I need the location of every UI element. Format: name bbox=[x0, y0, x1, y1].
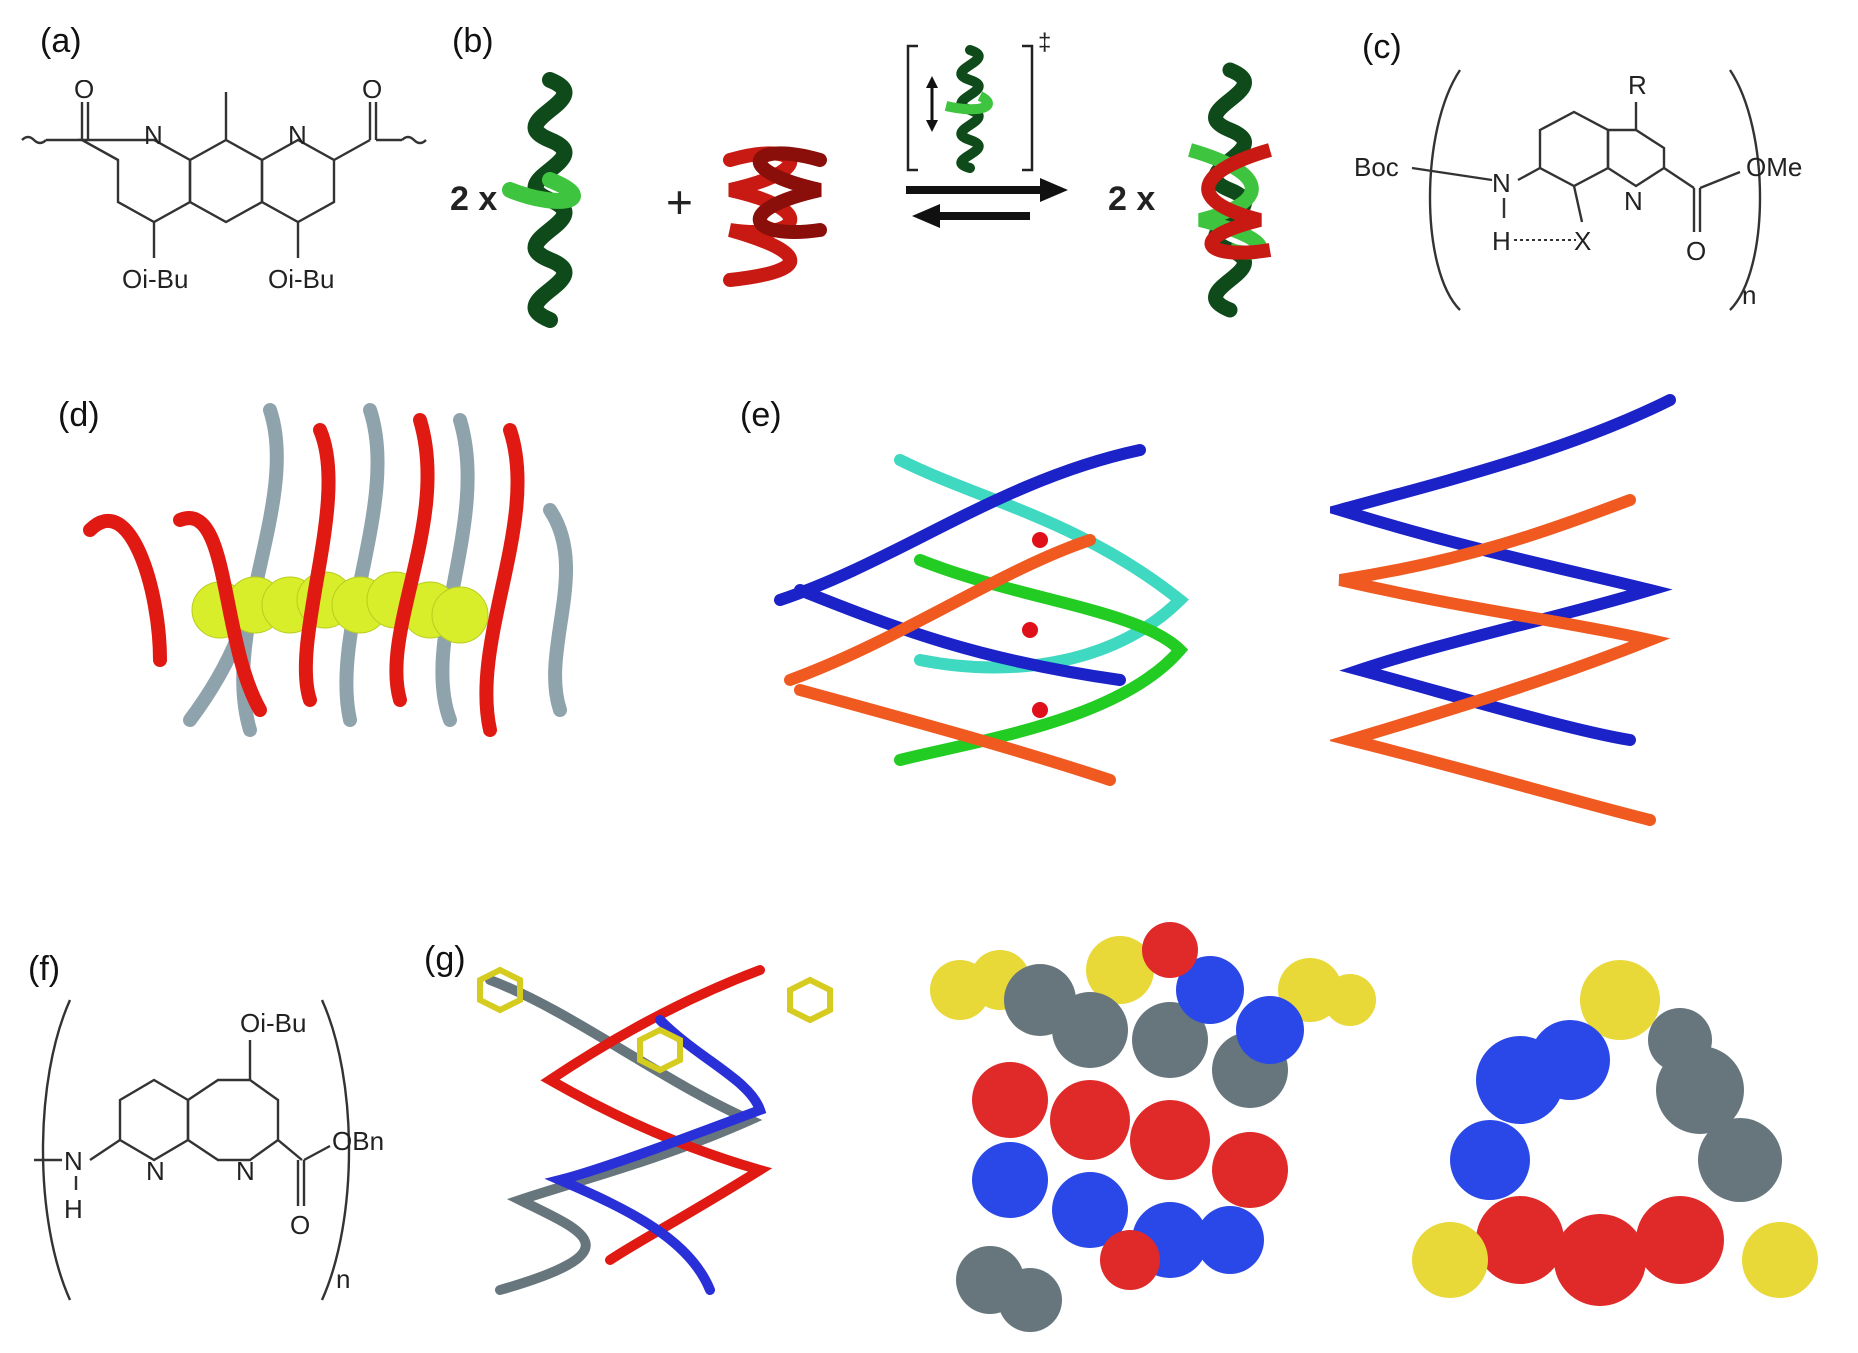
panel-e-right-model bbox=[1330, 394, 1676, 826]
n-ring: N bbox=[1624, 186, 1643, 216]
atom-o-left: O bbox=[74, 80, 94, 104]
oibu-group: Oi-Bu bbox=[240, 1008, 306, 1038]
atom-n: N bbox=[64, 1146, 83, 1176]
panel-g-stick-model bbox=[477, 965, 833, 1295]
panel-label-b: (b) bbox=[452, 22, 494, 60]
obn-group: OBn bbox=[332, 1126, 384, 1156]
blue-strand bbox=[544, 1015, 767, 1295]
n-ring-1: N bbox=[146, 1156, 165, 1186]
atom-h: H bbox=[64, 1194, 83, 1224]
double-dagger: ‡ bbox=[1038, 29, 1051, 56]
panel-g-spacefill-side bbox=[930, 922, 1376, 1332]
orange-strand bbox=[784, 534, 1116, 786]
atom-o-right: O bbox=[362, 80, 382, 104]
panel-label-e: (e) bbox=[740, 396, 782, 434]
blue-spheres bbox=[972, 956, 1304, 1278]
panel-label-f: (f) bbox=[28, 950, 61, 988]
panel-c-structure: R N O OMe Boc N H X n bbox=[1354, 69, 1802, 311]
plus-sign: + bbox=[666, 176, 693, 228]
panel-label-d: (d) bbox=[58, 396, 100, 434]
panel-label-g: (g) bbox=[424, 940, 466, 978]
panel-d-helix-model bbox=[83, 403, 574, 737]
subscript-n: n bbox=[336, 1264, 350, 1294]
blue-strand bbox=[774, 444, 1146, 686]
boc-group: Boc bbox=[1354, 152, 1399, 182]
atom-o: O bbox=[290, 1210, 310, 1240]
sub-oibu-left: Oi-Bu bbox=[122, 264, 188, 294]
coefficient-2x-left: 2 x bbox=[450, 180, 497, 218]
atom-x: X bbox=[1574, 226, 1591, 256]
water-dots bbox=[1022, 532, 1048, 718]
red-double-helix bbox=[723, 146, 827, 287]
red-strand bbox=[540, 965, 773, 1265]
panel-b-scheme: 2 x + ‡ 2 x bbox=[450, 29, 1272, 328]
equilibrium-arrows bbox=[906, 178, 1068, 228]
transition-state-bracket bbox=[906, 44, 1034, 173]
panel-g-spacefill-top bbox=[1412, 960, 1818, 1306]
red-strand bbox=[83, 413, 525, 737]
grey-spheres bbox=[956, 964, 1288, 1332]
hybrid-double-helix bbox=[1188, 62, 1272, 318]
ring-spheres bbox=[1412, 960, 1818, 1306]
ome-group: OMe bbox=[1746, 152, 1802, 182]
panel-e-left-model bbox=[774, 444, 1189, 786]
panel-a-structure: O N N O Oi-Bu Oi-Bu bbox=[21, 80, 427, 294]
atom-n-right: N bbox=[288, 120, 307, 150]
panel-label-c: (c) bbox=[1362, 28, 1402, 66]
red-spheres bbox=[972, 922, 1288, 1290]
blue-helix-strand bbox=[1330, 394, 1676, 746]
n-ring-2: N bbox=[236, 1156, 255, 1186]
panel-label-a: (a) bbox=[40, 22, 82, 60]
grey-strand bbox=[485, 975, 763, 1295]
orange-helix-strand bbox=[1330, 494, 1671, 826]
atom-h: H bbox=[1492, 226, 1511, 256]
atom-n-left: N bbox=[144, 120, 163, 150]
r-group: R bbox=[1628, 70, 1647, 100]
subscript-n: n bbox=[1742, 280, 1756, 310]
green-single-helix bbox=[502, 72, 581, 328]
atom-n: N bbox=[1492, 168, 1511, 198]
yellow-end-groups bbox=[477, 966, 833, 1074]
panel-f-structure: Oi-Bu N N N H O OBn n bbox=[34, 999, 384, 1301]
sub-oibu-right: Oi-Bu bbox=[268, 264, 334, 294]
coefficient-2x-right: 2 x bbox=[1108, 180, 1155, 218]
atom-o: O bbox=[1686, 236, 1706, 266]
